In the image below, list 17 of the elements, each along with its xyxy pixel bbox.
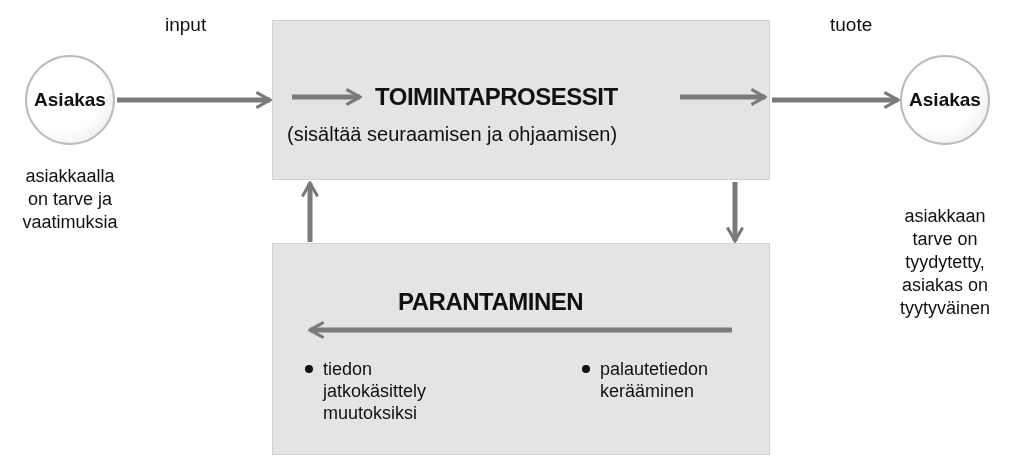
edge-label: tuote [830,14,873,36]
arrow [772,90,900,110]
node-label: Asiakas [34,89,106,111]
panel-title: PARANTAMINEN [398,288,584,316]
panel-subtitle: (sisältää seuraamisen ja ohjaamisen) [287,123,618,146]
caption-text: asiakkaan tarve on tyydytetty, asiakas on tyytyväinen [898,205,991,320]
process-panel [272,20,770,180]
bullet-text: tiedon jatkokäsittely muutoksiksi [301,358,451,428]
node-label: Asiakas [909,89,981,111]
panel-title: TOIMINTAPROSESSIT [375,83,618,111]
arrow [725,182,745,243]
arrow [117,90,272,110]
caption-text: asiakkaalla on tarve ja vaatimuksia [21,165,119,234]
process-panel [272,243,770,455]
arrow [300,181,320,242]
bullet-text: palautetiedon kerääminen [578,358,748,406]
edge-label: input [165,14,207,36]
